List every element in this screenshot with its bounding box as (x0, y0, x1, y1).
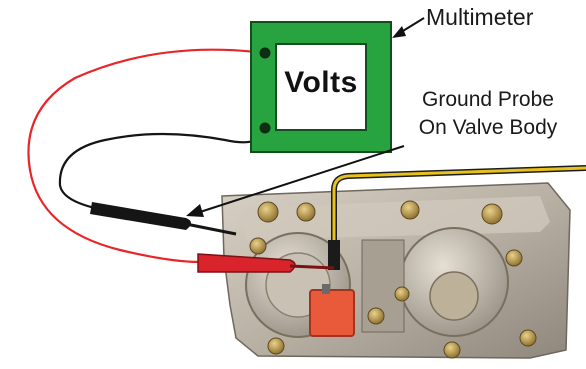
connector-icon (328, 240, 340, 270)
meter-display-label: Volts (284, 66, 358, 99)
ground-probe-label-line2: On Valve Body (418, 116, 558, 139)
test-clip-icon (309, 284, 355, 337)
multimeter-icon (250, 21, 392, 153)
multimeter-label: Multimeter (426, 4, 534, 30)
red-probe-icon (197, 253, 335, 273)
ground-probe-label-line1: Ground Probe (422, 88, 554, 111)
black-probe-icon (90, 202, 237, 236)
